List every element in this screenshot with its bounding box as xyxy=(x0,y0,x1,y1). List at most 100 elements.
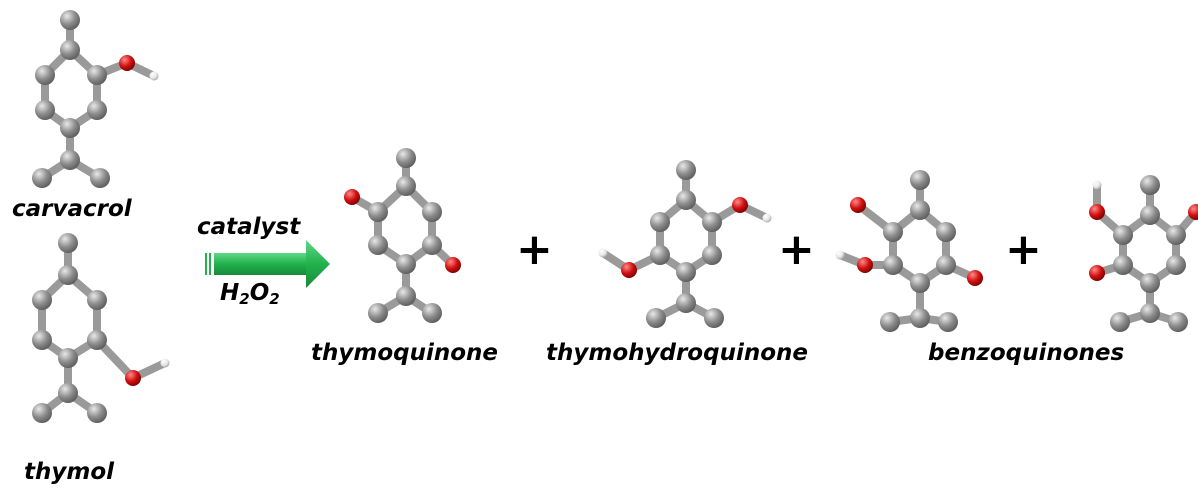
carbon-atom xyxy=(35,65,55,85)
carbon-atom xyxy=(422,303,442,323)
hydrogen-atom xyxy=(1092,180,1102,190)
label-oxidant: H2O2 xyxy=(220,280,280,308)
carbon-atom xyxy=(87,403,107,423)
carbon-atom xyxy=(910,200,930,220)
carbon-atom xyxy=(87,100,107,120)
oxygen-atom xyxy=(967,270,983,286)
carbon-atom xyxy=(87,330,107,350)
carbon-atom xyxy=(646,308,666,328)
label-catalyst: catalyst xyxy=(197,214,301,240)
carbon-atom xyxy=(368,235,388,255)
label-thymol: thymol xyxy=(24,459,115,485)
carbon-atom xyxy=(1140,273,1160,293)
carbon-atom xyxy=(883,222,903,242)
plus-sign-2: + xyxy=(778,224,815,275)
carbon-atom xyxy=(676,160,696,180)
carbon-atom xyxy=(702,245,722,265)
carbon-atom xyxy=(936,222,956,242)
carbon-atom xyxy=(1166,225,1186,245)
carbon-atom xyxy=(60,40,80,60)
carbon-atom xyxy=(1166,255,1186,275)
oxidant-h: H xyxy=(220,280,240,306)
carbon-atom xyxy=(396,254,416,274)
carbon-atom xyxy=(1113,225,1133,245)
molecule-carvacrol xyxy=(32,10,159,188)
carbon-atom xyxy=(58,348,78,368)
carbon-atom xyxy=(60,118,80,138)
carbon-atom xyxy=(32,403,52,423)
oxygen-atom xyxy=(125,370,141,386)
carbon-atom xyxy=(58,265,78,285)
carbon-atom xyxy=(883,255,903,275)
oxygen-atom xyxy=(850,197,866,213)
oxygen-atom xyxy=(344,189,360,205)
carbon-atom xyxy=(368,303,388,323)
carbon-atom xyxy=(1140,205,1160,225)
oxygen-atom xyxy=(1089,204,1105,220)
oxygen-atom xyxy=(732,197,748,213)
carbon-atom xyxy=(90,168,110,188)
carbon-atom xyxy=(676,190,696,210)
molecule-thymol xyxy=(32,233,170,423)
label-thymohydroquinone: thymohydroquinone xyxy=(546,340,808,366)
carbon-atom xyxy=(676,293,696,313)
carbon-atom xyxy=(1140,175,1160,195)
molecule-benzoquinone-2 xyxy=(1089,175,1198,332)
carbon-atom xyxy=(650,245,670,265)
carbon-atom xyxy=(1140,303,1160,323)
carbon-atom xyxy=(87,290,107,310)
carbon-atom xyxy=(1168,312,1188,332)
hydrogen-atom xyxy=(835,250,845,260)
plus-sign-3: + xyxy=(1005,224,1042,275)
carbon-atom xyxy=(676,262,696,282)
carbon-atom xyxy=(58,383,78,403)
carbon-atom xyxy=(938,312,958,332)
oxygen-atom xyxy=(119,55,135,71)
carbon-atom xyxy=(32,168,52,188)
hydrogen-atom xyxy=(149,71,159,81)
carbon-atom xyxy=(650,212,670,232)
carbon-atom xyxy=(396,148,416,168)
carbon-atom xyxy=(910,170,930,190)
hydrogen-atom xyxy=(598,248,608,258)
carbon-atom xyxy=(910,273,930,293)
oxygen-atom xyxy=(445,257,461,273)
oxygen-atom xyxy=(621,262,637,278)
oxidant-sub-2: 2 xyxy=(269,290,280,308)
carbon-atom xyxy=(60,10,80,30)
carbon-atom xyxy=(702,212,722,232)
carbon-atom xyxy=(87,65,107,85)
carbon-atom xyxy=(1113,255,1133,275)
oxygen-atom xyxy=(1089,265,1105,281)
oxygen-atom xyxy=(1188,204,1198,220)
label-carvacrol: carvacrol xyxy=(12,196,132,222)
carbon-atom xyxy=(58,233,78,253)
carbon-atom xyxy=(60,150,80,170)
carbon-atom xyxy=(422,235,442,255)
label-thymoquinone: thymoquinone xyxy=(311,340,498,366)
carbon-atom xyxy=(880,312,900,332)
carbon-atom xyxy=(936,255,956,275)
plus-sign-1: + xyxy=(516,224,553,275)
carbon-atom xyxy=(32,290,52,310)
carbon-atom xyxy=(1110,312,1130,332)
carbon-atom xyxy=(704,308,724,328)
carbon-atom xyxy=(32,330,52,350)
carbon-atom xyxy=(396,286,416,306)
carbon-atom xyxy=(422,202,442,222)
reaction-arrow xyxy=(205,240,330,288)
molecule-thymohydroquinone xyxy=(598,160,772,328)
oxidant-o: O xyxy=(249,280,270,306)
hydrogen-atom xyxy=(160,358,170,368)
carbon-atom xyxy=(368,202,388,222)
molecule-thymoquinone xyxy=(344,148,461,323)
carbon-atom xyxy=(396,176,416,196)
oxidant-sub-1: 2 xyxy=(239,290,250,308)
carbon-atom xyxy=(35,100,55,120)
hydrogen-atom xyxy=(762,213,772,223)
oxygen-atom xyxy=(857,257,873,273)
label-benzoquinones: benzoquinones xyxy=(928,340,1125,366)
carbon-atom xyxy=(910,308,930,328)
molecule-benzoquinone-1 xyxy=(835,170,983,332)
